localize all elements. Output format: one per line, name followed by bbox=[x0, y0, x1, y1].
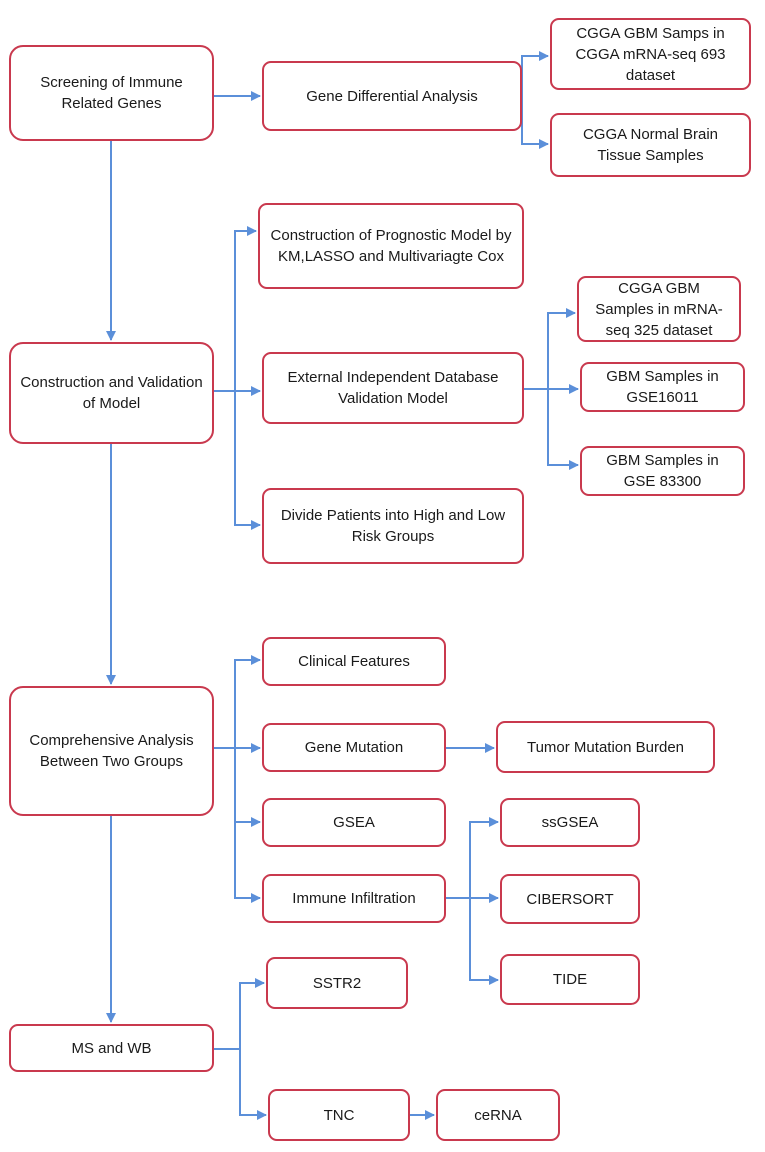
node-gene-diff: Gene Differential Analysis bbox=[262, 61, 522, 131]
node-gsea-label: GSEA bbox=[333, 814, 375, 831]
node-construction-validation: Construction and Validation of Model bbox=[9, 342, 214, 444]
node-gse16011-label: GBM Samples in GSE16011 bbox=[606, 368, 719, 406]
connector-comprehensive-immune bbox=[234, 822, 261, 903]
node-cgga-693-label: CGGA GBM Samps in CGGA mRNA-seq 693 data… bbox=[575, 24, 726, 84]
connector-genediff-cgganormal bbox=[521, 96, 549, 149]
node-cgga-325: CGGA GBM Samples in mRNA-seq 325 dataset bbox=[577, 276, 741, 342]
node-ms-wb: MS and WB bbox=[9, 1024, 214, 1072]
node-sstr2: SSTR2 bbox=[266, 957, 408, 1009]
node-gse83300: GBM Samples in GSE 83300 bbox=[580, 446, 745, 496]
node-divide-patients: Divide Patients into High and Low Risk G… bbox=[262, 488, 524, 564]
node-tmb: Tumor Mutation Burden bbox=[496, 721, 715, 773]
connector-immune-tide bbox=[469, 898, 499, 985]
node-external-validation-label: External Independent Database Validation… bbox=[287, 369, 499, 407]
connector-construction-prognostic bbox=[234, 226, 257, 391]
node-clinical-label: Clinical Features bbox=[298, 653, 410, 670]
connector-external-cgga325 bbox=[547, 308, 576, 389]
node-tide: TIDE bbox=[500, 954, 640, 1005]
node-gse83300-label: GBM Samples in GSE 83300 bbox=[606, 452, 719, 490]
node-cgga-normal-label: CGGA Normal Brain Tissue Samples bbox=[582, 126, 719, 164]
node-ssgsea-label: ssGSEA bbox=[541, 814, 599, 831]
node-divide-patients-label: Divide Patients into High and Low Risk G… bbox=[280, 507, 506, 545]
node-gene-diff-label: Gene Differential Analysis bbox=[306, 87, 478, 105]
connector-comprehensive-gsea bbox=[234, 748, 261, 827]
node-gse16011: GBM Samples in GSE16011 bbox=[580, 362, 745, 412]
connector-genediff-cgga693 bbox=[521, 51, 549, 96]
node-cibersort-label: CIBERSORT bbox=[526, 890, 614, 908]
node-cgga-325-label: CGGA GBM Samples in mRNA-seq 325 dataset bbox=[595, 279, 723, 339]
node-cgga-693: CGGA GBM Samps in CGGA mRNA-seq 693 data… bbox=[550, 18, 751, 90]
node-clinical: Clinical Features bbox=[262, 637, 446, 686]
node-external-validation: External Independent Database Validation… bbox=[262, 352, 524, 424]
node-cerna: ceRNA bbox=[436, 1089, 560, 1141]
node-construction-validation-label: Construction and Validation of Model bbox=[20, 374, 203, 412]
node-screening-label: Screening of Immune Related Genes bbox=[40, 74, 183, 112]
node-screening: Screening of Immune Related Genes bbox=[9, 45, 214, 141]
node-tnc-label: TNC bbox=[323, 1106, 355, 1124]
node-cibersort: CIBERSORT bbox=[500, 874, 640, 924]
connector-comprehensive-clinical bbox=[234, 655, 261, 748]
connector-construction-divide bbox=[234, 391, 261, 530]
connector-external-gse83300 bbox=[547, 389, 579, 470]
node-comprehensive-label: Comprehensive Analysis Between Two Group… bbox=[29, 732, 194, 770]
connector-immune-ssgsea bbox=[469, 817, 499, 898]
connector-mswb-sstr2 bbox=[239, 978, 265, 1049]
node-immune-infiltration-label: Immune Infiltration bbox=[292, 890, 416, 907]
connector-mswb-tnc bbox=[239, 1049, 267, 1120]
node-cerna-label: ceRNA bbox=[474, 1106, 522, 1124]
node-gene-mutation-label: Gene Mutation bbox=[304, 739, 404, 756]
node-prognostic-model: Construction of Prognostic Model by KM,L… bbox=[258, 203, 524, 289]
node-prognostic-model-label: Construction of Prognostic Model by KM,L… bbox=[270, 227, 512, 265]
node-tnc: TNC bbox=[268, 1089, 410, 1141]
node-immune-infiltration: Immune Infiltration bbox=[262, 874, 446, 923]
node-comprehensive: Comprehensive Analysis Between Two Group… bbox=[9, 686, 214, 816]
node-tide-label: TIDE bbox=[552, 971, 588, 988]
node-gene-mutation: Gene Mutation bbox=[262, 723, 446, 772]
node-sstr2-label: SSTR2 bbox=[312, 974, 362, 992]
node-ssgsea: ssGSEA bbox=[500, 798, 640, 847]
node-gsea: GSEA bbox=[262, 798, 446, 847]
node-tmb-label: Tumor Mutation Burden bbox=[526, 738, 685, 756]
node-ms-wb-label: MS and WB bbox=[71, 1039, 152, 1057]
node-cgga-normal: CGGA Normal Brain Tissue Samples bbox=[550, 113, 751, 177]
